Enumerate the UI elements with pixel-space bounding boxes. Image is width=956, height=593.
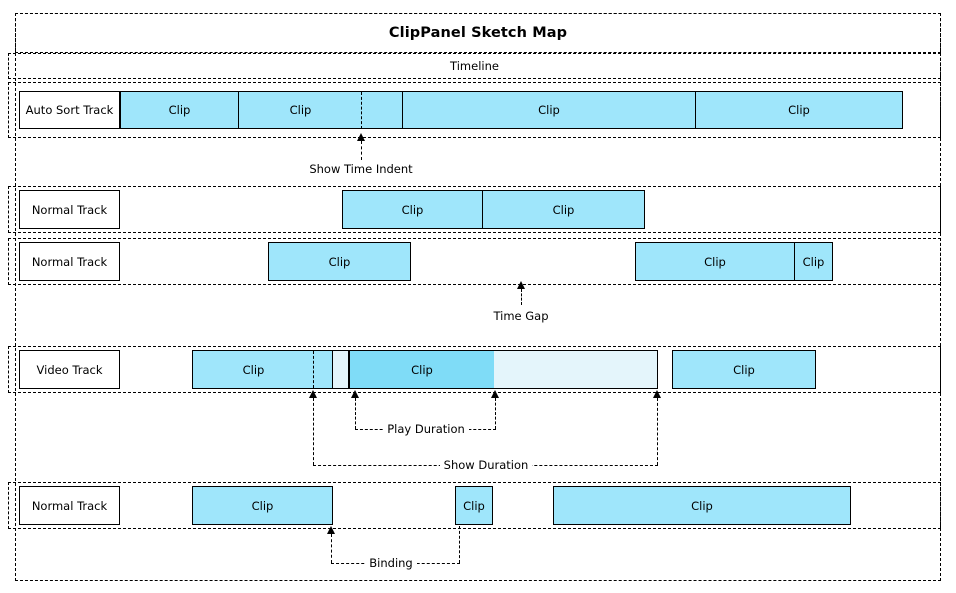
timeline-label: Timeline	[450, 59, 499, 73]
page-title: ClipPanel Sketch Map	[388, 25, 568, 41]
track-row-auto-sort	[8, 82, 941, 138]
clip-label: Clip	[251, 498, 274, 513]
clip[interactable]: Clip	[268, 242, 411, 281]
play-duration-end-arrow-icon	[491, 390, 499, 398]
clip-label: Clip	[691, 498, 713, 513]
show-duration-end-arrow-icon	[653, 390, 661, 398]
clip-label: Clip	[802, 254, 825, 269]
track-label-text: Normal Track	[31, 202, 108, 217]
time-gap-arrow-icon	[517, 281, 525, 289]
clip-label: Clip	[242, 362, 265, 377]
clip-head-trim[interactable]	[333, 350, 349, 389]
clip[interactable]: Clip	[483, 190, 645, 229]
clip-label: Clip	[289, 103, 312, 117]
clip[interactable]: Clip	[672, 350, 816, 389]
timeline-bar[interactable]: Timeline	[8, 53, 941, 79]
show-duration-left-leader	[313, 398, 314, 465]
show-time-indent-marker-line	[361, 92, 362, 129]
title-bar: ClipPanel Sketch Map	[15, 13, 941, 53]
clip-label: Clip	[328, 254, 351, 269]
track-label-text: Video Track	[36, 362, 103, 377]
track-row-normal-1	[8, 186, 941, 233]
binding-left-leader	[331, 534, 332, 563]
clip-label: Clip	[401, 202, 424, 217]
play-duration-label: Play Duration	[376, 421, 476, 437]
show-duration-right-leader	[657, 398, 658, 465]
clip[interactable]: Clip	[239, 91, 403, 129]
clip-label: Clip	[552, 202, 575, 217]
clip[interactable]: Clip	[403, 91, 696, 129]
clip[interactable]: Clip	[349, 350, 495, 389]
play-duration-left-leader	[355, 398, 356, 429]
clip[interactable]: Clip	[192, 350, 333, 389]
clip-label: Clip	[411, 362, 433, 377]
show-duration-label: Show Duration	[432, 457, 540, 473]
clip[interactable]: Clip	[342, 190, 483, 229]
binding-arrow-icon	[327, 526, 335, 534]
binding-label: Binding	[352, 555, 430, 571]
track-label-text: Normal Track	[31, 498, 108, 513]
track-label-text: Normal Track	[31, 254, 108, 269]
track-label-normal-2[interactable]: Normal Track	[19, 242, 120, 281]
time-gap-leader	[521, 289, 522, 305]
clip-label: Clip	[168, 103, 191, 117]
clip[interactable]: Clip	[635, 242, 795, 281]
track-label-normal-1[interactable]: Normal Track	[19, 190, 120, 229]
clip-label: Clip	[704, 254, 726, 269]
track-label-auto-sort[interactable]: Auto Sort Track	[19, 91, 120, 129]
clip[interactable]: Clip	[455, 486, 493, 525]
show-time-indent-label: Show Time Indent	[280, 161, 442, 177]
play-duration-start-arrow-icon	[351, 390, 359, 398]
clip-label: Clip	[463, 498, 485, 513]
clip-label: Clip	[538, 103, 560, 117]
clip[interactable]: Clip	[192, 486, 333, 525]
clip-label: Clip	[788, 103, 810, 117]
video-marker-show-end	[657, 351, 658, 388]
clip[interactable]: Clip	[795, 242, 833, 281]
track-label-normal-3[interactable]: Normal Track	[19, 486, 120, 525]
clip-label: Clip	[733, 362, 755, 377]
binding-right-leader	[459, 526, 460, 563]
time-gap-label: Time Gap	[462, 308, 580, 324]
clip-tail-trim[interactable]	[494, 350, 658, 389]
clip[interactable]: Clip	[120, 91, 239, 129]
clip[interactable]: Clip	[553, 486, 851, 525]
track-row-normal-2	[8, 238, 941, 285]
track-label-text: Auto Sort Track	[25, 103, 114, 117]
show-time-indent-leader	[361, 141, 362, 160]
show-duration-start-arrow-icon	[309, 390, 317, 398]
track-label-video[interactable]: Video Track	[19, 350, 120, 389]
video-marker-show-start	[313, 351, 314, 388]
play-duration-right-leader	[495, 398, 496, 429]
clip[interactable]: Clip	[696, 91, 903, 129]
track-row-normal-3	[8, 482, 941, 529]
track-row-video	[8, 346, 941, 393]
show-time-indent-arrow-icon	[357, 133, 365, 141]
